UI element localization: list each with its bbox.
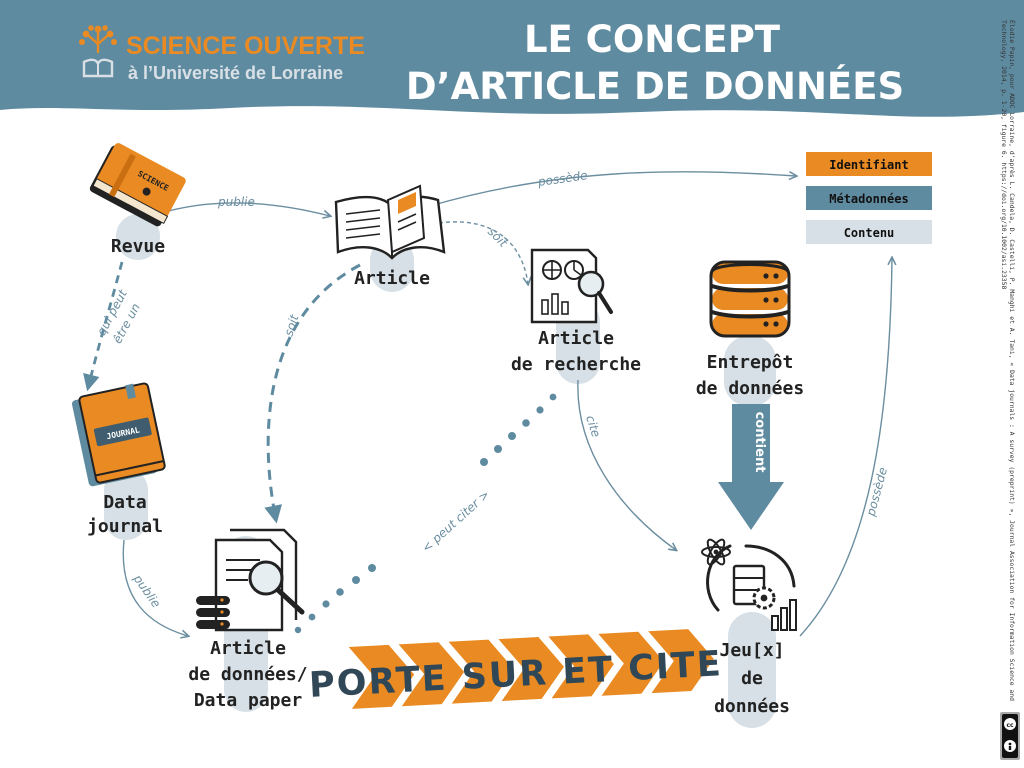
edge-label-peut-citer: < peut citer >	[419, 487, 492, 555]
dataset-icon	[701, 538, 797, 631]
node-article-donnees-3: Data paper	[194, 690, 303, 711]
page-title-line2: D’ARTICLE DE DONNÉES	[406, 64, 904, 108]
node-article-donnees-1: Article	[210, 638, 286, 659]
open-book-icon	[334, 184, 446, 260]
header-banner	[0, 0, 1024, 117]
node-jeux-2: de	[741, 668, 763, 689]
legend-contenu-box	[806, 220, 932, 244]
edge-label-publie-left: publie	[130, 571, 163, 610]
node-data-journal-2: journal	[87, 516, 163, 537]
edge-label-publie-top: publie	[217, 195, 255, 209]
source-credit: Élodie Papin, pour ADOC Lorraine, d’aprè…	[1000, 20, 1016, 702]
node-article-donnees-2: de données/	[188, 664, 307, 685]
edge-article-datapaper	[264, 263, 361, 524]
edge-label-possede-top: possède	[536, 168, 588, 189]
chevron-banner	[348, 629, 714, 709]
book-icon: SCIENCE	[89, 143, 186, 227]
document-magnifier-icon	[530, 248, 613, 324]
page-title-line1: LE CONCEPT	[524, 18, 781, 61]
legend-metadonnees-box	[806, 186, 932, 210]
document-database-icon	[196, 528, 305, 632]
logo-icon	[79, 25, 117, 78]
node-entrepot-1: Entrepôt	[707, 352, 794, 373]
node-article-recherche-2: de recherche	[511, 354, 641, 375]
chevron	[648, 629, 714, 694]
edge-revue-datajournal	[83, 261, 124, 392]
node-entrepot-2: de données	[696, 378, 804, 399]
node-revue: Revue	[111, 236, 165, 257]
node-article-recherche-1: Article	[538, 328, 614, 349]
edge-label-possede-right: possède	[863, 466, 890, 519]
creative-commons-icon: cc	[1000, 712, 1020, 760]
chevron	[498, 636, 564, 702]
node-data-journal-1: Data	[103, 492, 146, 513]
svg-text:cc: cc	[1006, 722, 1014, 729]
legend-identifiant: Identifiant	[829, 158, 908, 172]
chevron	[548, 634, 614, 699]
edge-jeux-legend	[799, 258, 892, 637]
edge-recherche-jeux	[577, 379, 676, 550]
logo-line2: à l’Université de Lorraine	[128, 63, 343, 83]
chevron	[448, 639, 515, 704]
chevron	[398, 642, 465, 707]
edge-article-recherche	[431, 221, 528, 284]
edge-label-soit-left: soit	[281, 312, 301, 338]
legend-metadonnees: Métadonnées	[829, 192, 908, 206]
logo-line1: SCIENCE OUVERTE	[126, 32, 365, 60]
node-article: Article	[354, 268, 430, 289]
edge-datapaper-recherche-dots	[294, 393, 557, 634]
legend-identifiant-box	[806, 152, 932, 176]
edge-article-legend	[429, 172, 796, 207]
edges	[122, 172, 892, 637]
database-icon	[709, 260, 791, 338]
chevron	[598, 631, 664, 696]
edge-datajournal-datapaper	[122, 539, 188, 636]
chevron	[348, 644, 415, 709]
node-jeux-1: Jeu[x]	[719, 640, 784, 661]
edge-label-contient: contient	[752, 412, 767, 473]
journal-book-icon: JOURNAL	[72, 382, 166, 487]
edge-label-cite: cite	[583, 414, 603, 439]
node-jeux-3: données	[714, 696, 790, 717]
edge-revue-article	[157, 202, 330, 216]
contient-arrow	[718, 404, 784, 530]
legend-contenu: Contenu	[844, 226, 895, 240]
